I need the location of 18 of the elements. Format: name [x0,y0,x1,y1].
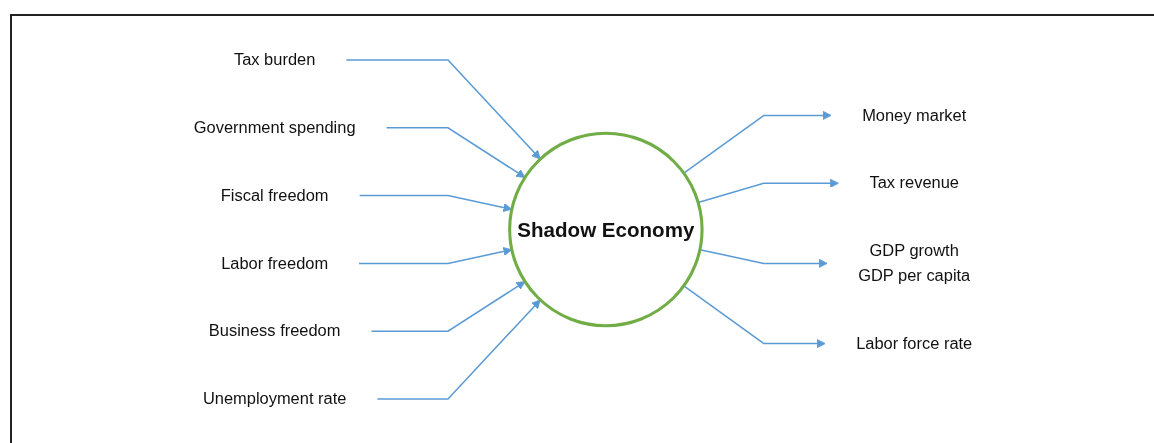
arrow [385,127,526,178]
node-text: Fiscal freedom [220,186,329,204]
arrow [683,285,826,349]
node-text: Labor freedom [221,254,329,272]
node-text: Labor force rate [856,334,973,352]
node-text: Tax burden [233,50,316,69]
arrow [370,281,526,332]
node-text: Tax revenue [869,174,959,192]
arrow [376,299,541,400]
node-text: Government spending [193,118,356,136]
node-text: Money market [862,106,967,124]
arrow [683,110,832,174]
arrow [699,248,828,268]
arrow [345,59,541,160]
node-text: GDP growth GDP per capita [858,241,971,284]
node-circle: Shadow Economy [508,131,704,328]
node-text: Unemployment rate [202,389,347,408]
node-text: Business freedom [208,321,341,340]
